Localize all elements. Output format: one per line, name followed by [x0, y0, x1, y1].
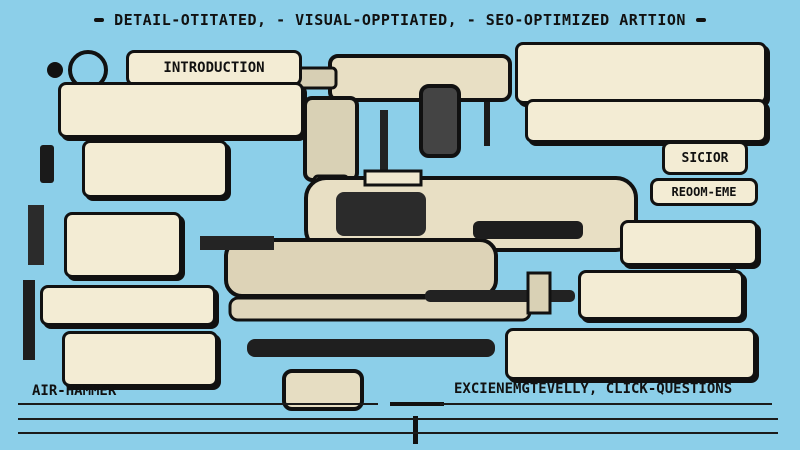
right-card-3 — [620, 220, 758, 266]
footer-line — [18, 403, 378, 405]
left-card-4 — [40, 285, 216, 326]
section-label: SICIOR — [681, 150, 729, 166]
footer-line — [18, 418, 778, 420]
footer-line — [18, 432, 778, 434]
footer-questions: EXCIENEMGTEVELLY, CLICK-QUESTIONS — [454, 381, 733, 397]
footer-line — [440, 403, 772, 405]
introduction-tag: INTRODUCTION — [126, 50, 302, 86]
introduction-label: INTRODUCTION — [163, 60, 265, 76]
intro-card — [58, 82, 304, 138]
right-card-4 — [578, 270, 744, 320]
bottom-right-card — [505, 328, 756, 380]
drill-icon — [278, 54, 512, 158]
left-card-5 — [62, 331, 218, 387]
recommend-label: REOOM-EME — [671, 185, 737, 199]
top-right-card — [515, 42, 767, 104]
header-title: DETAIL-OTITATED, - VISUAL-OPPTIATED, - S… — [114, 11, 686, 29]
hammer-icon — [282, 271, 575, 411]
air-hammer-label: AIR-HAMMER — [32, 383, 117, 399]
section-tag: SICIOR — [662, 141, 748, 175]
right-card-2 — [525, 99, 767, 143]
left-card-3 — [64, 212, 182, 278]
recommend-tag: REOOM-EME — [650, 178, 758, 206]
chisel-icon — [23, 145, 54, 360]
left-card-2 — [82, 140, 228, 198]
page-header-title: DETAIL-OTITATED, - VISUAL-OPPTIATED, - S… — [80, 8, 720, 32]
